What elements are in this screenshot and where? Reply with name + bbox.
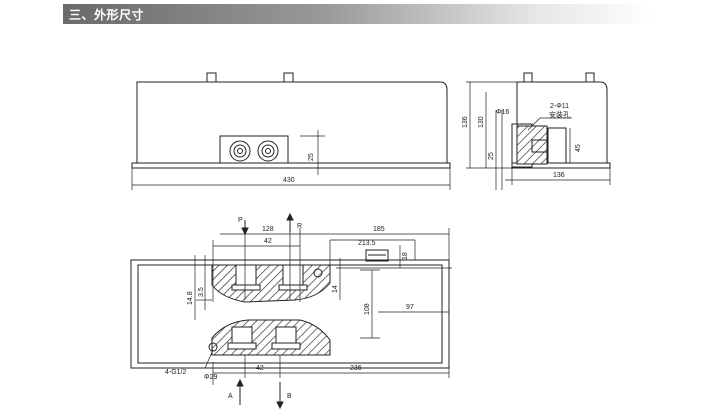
plan-dim-14-8: 14.8 (187, 291, 194, 305)
plan-lower-hatched-block (211, 319, 331, 356)
side-mount-holes-label: 2-Φ11 (550, 103, 569, 110)
plan-dim-97: 97 (406, 304, 414, 311)
front-width-dim: 430 (283, 177, 295, 184)
plan-bolt-hole-upper (313, 268, 323, 278)
plan-arrow-p (241, 220, 249, 236)
plan-dim-42-top: 42 (264, 238, 272, 245)
plan-upper-port-left (235, 264, 257, 288)
plan-dim-42-bottom: 42 (256, 365, 264, 372)
plan-dim-3-5: 3.5 (198, 287, 205, 297)
plan-dim-128: 128 (262, 226, 274, 233)
front-stud-right (283, 72, 294, 83)
side-view (466, 72, 611, 190)
plan-dia-label: Φ29 (204, 374, 217, 381)
side-total-height-dim: 136 (462, 116, 469, 128)
front-base-strip (131, 162, 451, 169)
side-body-outline (516, 81, 608, 164)
side-bore-dim: Φ16 (496, 109, 509, 116)
side-mount-block (547, 127, 567, 164)
plan-dim-18: 18 (402, 252, 409, 260)
plan-dim-236: 236 (350, 365, 362, 372)
plan-dim-14: 14 (332, 285, 339, 293)
plan-arrow-r (286, 212, 294, 232)
side-port-cap (531, 139, 548, 153)
plan-arrow-b (276, 382, 284, 410)
side-stud-right (585, 72, 595, 83)
plan-top-fitting (365, 249, 389, 262)
side-body-height-dim: 130 (478, 116, 485, 128)
section-title: 三、外形尺寸 (69, 8, 145, 22)
front-body-outline (136, 81, 448, 164)
plan-view (130, 212, 452, 410)
side-width-dim: 136 (553, 172, 565, 179)
side-port-height-dim: 45 (575, 144, 582, 152)
front-view (131, 72, 451, 190)
plan-port-p-label: P (238, 217, 243, 224)
side-stud-left (523, 72, 533, 83)
plan-upper-hatched-block (211, 264, 331, 303)
plan-dim-185: 185 (373, 226, 385, 233)
front-stud-left (206, 72, 217, 83)
front-port-circle-left (229, 140, 251, 162)
side-mount-holes-note: 安装孔 (549, 110, 570, 119)
plan-dim-213-5: 213.5 (358, 240, 376, 247)
front-port-block (219, 135, 289, 164)
plan-bolt-hole-lower (208, 342, 218, 352)
plan-port-a-label: A (228, 393, 233, 400)
front-port-circle-right (257, 140, 279, 162)
plan-port-b-label: B (287, 393, 292, 400)
plan-port-r-label: R (297, 223, 302, 230)
front-height-dim: 25 (308, 153, 315, 161)
plan-arrow-a (236, 378, 244, 405)
side-base-height-dim: 25 (488, 152, 495, 160)
plan-dim-108: 108 (364, 303, 371, 315)
section-header-bar: 三、外形尺寸 (63, 4, 653, 24)
plan-thread-label: 4-G1/2 (165, 369, 187, 376)
